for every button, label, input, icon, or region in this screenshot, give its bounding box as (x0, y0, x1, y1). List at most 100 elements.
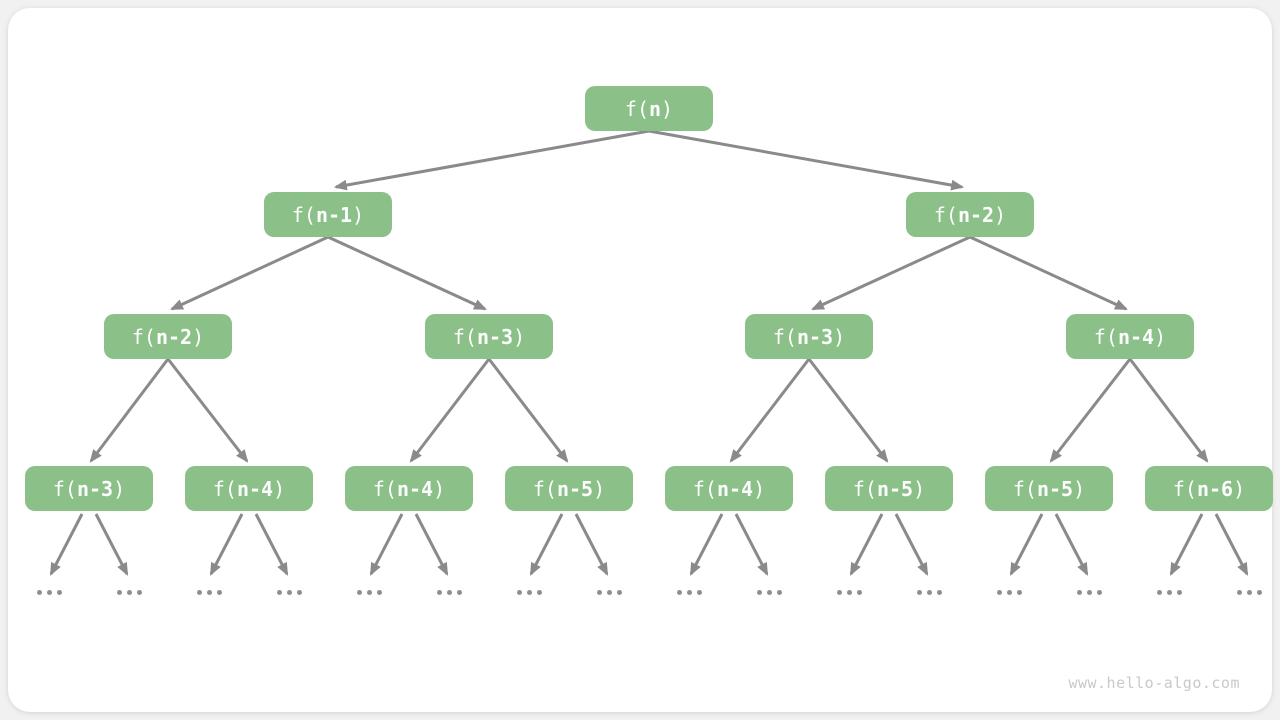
edge-arrow (729, 358, 811, 463)
node-label-prefix: f( (852, 476, 877, 501)
ellipsis-dot (757, 590, 762, 595)
tree-edges (49, 129, 1249, 576)
edge-arrow (689, 513, 724, 576)
ellipsis-dot (217, 590, 222, 595)
ellipsis-leaf (357, 590, 382, 595)
node-label-prefix: f( (933, 202, 958, 227)
ellipsis-dot (1257, 590, 1262, 595)
ellipsis-dot (1237, 590, 1242, 595)
edge-arrow (1169, 513, 1204, 576)
edge-arrow (648, 129, 965, 191)
edge-arrow (414, 513, 449, 576)
node-label-argument: n-2 (155, 324, 193, 349)
ellipsis-dot (997, 590, 1002, 595)
ellipsis-dot (357, 590, 362, 595)
node-label-prefix: f( (52, 476, 77, 501)
ellipsis-leaf (517, 590, 542, 595)
ellipsis-leaf (117, 590, 142, 595)
tree-node-n3b: f(n-4) (185, 466, 313, 511)
ellipsis-dot (927, 590, 932, 595)
node-label-suffix: ) (273, 476, 286, 501)
node-label-prefix: f( (624, 96, 649, 121)
ellipsis-leaf (677, 590, 702, 595)
edge-arrow (529, 513, 564, 576)
node-label-argument: n-2 (957, 202, 995, 227)
node-label-suffix: ) (753, 476, 766, 501)
edge-arrow (894, 513, 929, 576)
node-label-prefix: f( (452, 324, 477, 349)
node-label-argument: n-4 (236, 476, 274, 501)
tree-node-n0: f(n) (585, 86, 713, 131)
ellipsis-dot (297, 590, 302, 595)
ellipsis-dot (1017, 590, 1022, 595)
node-label-argument: n-3 (796, 324, 834, 349)
recursion-tree: f(n)f(n-1)f(n-2)f(n-2)f(n-3)f(n-3)f(n-4)… (8, 8, 1273, 712)
edge-arrow (94, 513, 129, 576)
node-label-prefix: f( (1093, 324, 1118, 349)
edge-arrow (166, 358, 249, 463)
node-label-suffix: ) (661, 96, 674, 121)
ellipsis-dot (537, 590, 542, 595)
ellipsis-leaf (1237, 590, 1262, 595)
tree-node-n2d: f(n-4) (1066, 314, 1194, 359)
ellipsis-dot (687, 590, 692, 595)
ellipsis-leaf (277, 590, 302, 595)
node-label-suffix: ) (1233, 476, 1246, 501)
ellipsis-leaf (1077, 590, 1102, 595)
ellipsis-leaf (197, 590, 222, 595)
edge-arrow (811, 235, 971, 311)
node-label-prefix: f( (1172, 476, 1197, 501)
edge-arrow (89, 358, 170, 463)
node-label-prefix: f( (212, 476, 237, 501)
ellipsis-dot (527, 590, 532, 595)
node-label-prefix: f( (131, 324, 156, 349)
ellipsis-dot (37, 590, 42, 595)
ellipsis-dot (447, 590, 452, 595)
ellipsis-leaf (837, 590, 862, 595)
node-label-argument: n-4 (396, 476, 434, 501)
ellipsis-dot (277, 590, 282, 595)
ellipsis-dot (1157, 590, 1162, 595)
ellipsis-leaf (37, 590, 62, 595)
edge-arrow (849, 513, 884, 576)
ellipsis-dot (287, 590, 292, 595)
ellipsis-leaf (997, 590, 1022, 595)
ellipsis-leaf (917, 590, 942, 595)
tree-node-n1b: f(n-2) (906, 192, 1034, 237)
edge-arrow (409, 358, 491, 463)
node-label-suffix: ) (1073, 476, 1086, 501)
tree-node-n3c: f(n-4) (345, 466, 473, 511)
edge-arrow (1128, 358, 1209, 463)
edge-arrow (1214, 513, 1249, 576)
node-label-suffix: ) (913, 476, 926, 501)
node-label-argument: n-5 (556, 476, 594, 501)
ellipsis-dot (1177, 590, 1182, 595)
ellipsis-dot (607, 590, 612, 595)
tree-node-n2b: f(n-3) (425, 314, 553, 359)
ellipsis-dot (847, 590, 852, 595)
node-label-suffix: ) (513, 324, 526, 349)
node-label-suffix: ) (352, 202, 365, 227)
ellipsis-dot (1077, 590, 1082, 595)
node-label-suffix: ) (833, 324, 846, 349)
edge-arrow (49, 513, 84, 576)
ellipsis-dot (437, 590, 442, 595)
ellipsis-leaf (597, 590, 622, 595)
tree-node-n1a: f(n-1) (264, 192, 392, 237)
edge-arrow (254, 513, 289, 576)
watermark: www.hello-algo.com (1068, 674, 1240, 692)
node-label-prefix: f( (532, 476, 557, 501)
ellipsis-dot (1247, 590, 1252, 595)
ellipsis-dot (937, 590, 942, 595)
node-label-argument: n-6 (1196, 476, 1234, 501)
ellipsis-dot (47, 590, 52, 595)
edge-arrow (369, 513, 404, 576)
tree-node-n3g: f(n-5) (985, 466, 1113, 511)
node-label-suffix: ) (994, 202, 1007, 227)
ellipsis-dot (197, 590, 202, 595)
node-label-argument: n-3 (76, 476, 114, 501)
node-label-argument: n-5 (876, 476, 914, 501)
node-label-prefix: f( (1012, 476, 1037, 501)
ellipsis-dot (857, 590, 862, 595)
